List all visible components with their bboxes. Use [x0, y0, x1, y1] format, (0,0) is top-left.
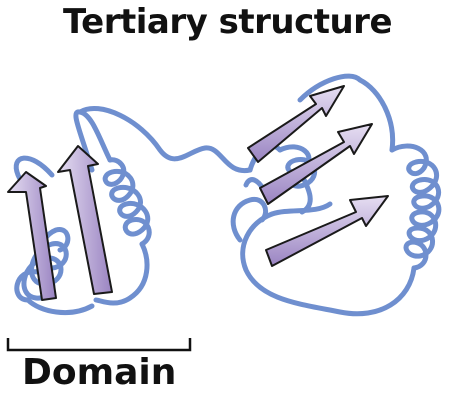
coil-segment — [240, 211, 417, 317]
right-domain-strands — [247, 85, 389, 267]
left-domain-strands — [7, 145, 113, 301]
helix-right — [389, 143, 442, 271]
strand-arrow — [7, 171, 57, 301]
coil-segment — [230, 196, 268, 243]
domain-label: Domain — [22, 352, 177, 393]
strand-arrow — [247, 85, 345, 163]
domain-bracket — [6, 338, 192, 352]
strand-arrow — [57, 145, 113, 295]
diagram-title: Tertiary structure — [62, 2, 393, 42]
coil-segment — [357, 77, 396, 153]
interdomain-linker — [77, 105, 253, 173]
helix-left-right — [102, 157, 152, 247]
strand-arrow — [265, 195, 389, 267]
helix-center — [277, 144, 318, 189]
coil-segment — [297, 73, 363, 103]
strand-arrow — [259, 123, 373, 205]
coil-segment — [25, 297, 95, 315]
coil-segment — [93, 241, 150, 306]
coil-segment — [269, 201, 333, 217]
